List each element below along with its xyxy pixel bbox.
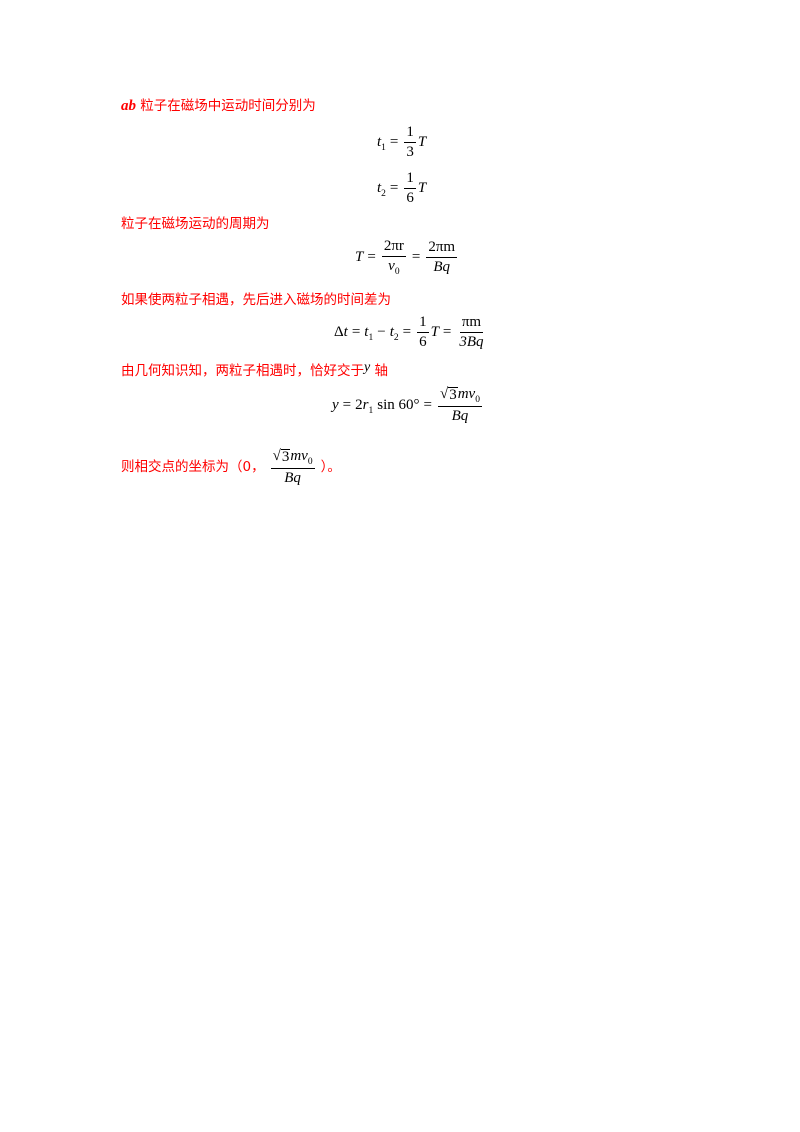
y-axis-symbol: y — [364, 360, 371, 375]
particles-ab-label: ab — [121, 98, 136, 114]
time-intro-text: 粒子在磁场中运动时间分别为 — [140, 98, 316, 114]
t1-symbol: t1 — [377, 134, 386, 153]
equals-sign: = — [367, 249, 376, 265]
fraction-2pim-over-bq: 2πm Bq — [426, 239, 458, 275]
sqrt-symbol: √3 — [272, 448, 291, 465]
coordinates-text: 则相交点的坐标为（0， — [121, 459, 265, 475]
period-lhs: T — [355, 249, 364, 265]
fraction-one-sixth: 1 6 — [417, 314, 429, 350]
equals-sign: = — [389, 180, 399, 196]
equals-sign: = — [411, 249, 421, 265]
equation-period: T = 2πr v0 = 2πm Bq — [355, 238, 459, 277]
fraction-pim-over-3bq: πm 3Bq — [459, 314, 484, 350]
text-line-time-intro: ab 粒子在磁场中运动时间分别为 — [121, 97, 316, 115]
sqrt-symbol: √3 — [439, 386, 458, 403]
t2-symbol: t2 — [377, 180, 386, 199]
period-symbol: T — [417, 180, 427, 196]
text-line-geometry: 由几何知识知，两粒子相遇时，恰好交于y 轴 — [121, 360, 389, 381]
sin-function: sin 60° — [377, 397, 420, 413]
axis-word: 轴 — [374, 363, 389, 379]
period-symbol: T — [417, 134, 427, 150]
equation-t2: t2 = 1 6 T — [377, 170, 426, 207]
geometry-text: 由几何知识知，两粒子相遇时，恰好交于 — [121, 363, 364, 379]
time-difference-intro-text: 如果使两粒子相遇，先后进入磁场的时间差为 — [121, 292, 391, 308]
fraction-one-sixth: 1 6 — [404, 170, 416, 206]
delta-symbol: Δ — [334, 324, 344, 340]
period-intro-text: 粒子在磁场运动的周期为 — [121, 216, 270, 232]
equals-sign: = — [389, 134, 399, 150]
fraction-one-third: 1 3 — [404, 124, 416, 160]
closing-paren-text: ）。 — [320, 459, 341, 475]
equation-t1: t1 = 1 3 T — [377, 124, 426, 161]
text-line-period-intro: 粒子在磁场运动的周期为 — [121, 215, 270, 233]
t2-symbol: t2 — [389, 324, 399, 343]
fraction-2pir-over-v0: 2πr v0 — [381, 238, 406, 277]
t1-symbol: t1 — [364, 324, 374, 343]
r1-symbol: r1 — [362, 397, 374, 416]
text-line-time-difference-intro: 如果使两粒子相遇，先后进入磁场的时间差为 — [121, 291, 391, 309]
